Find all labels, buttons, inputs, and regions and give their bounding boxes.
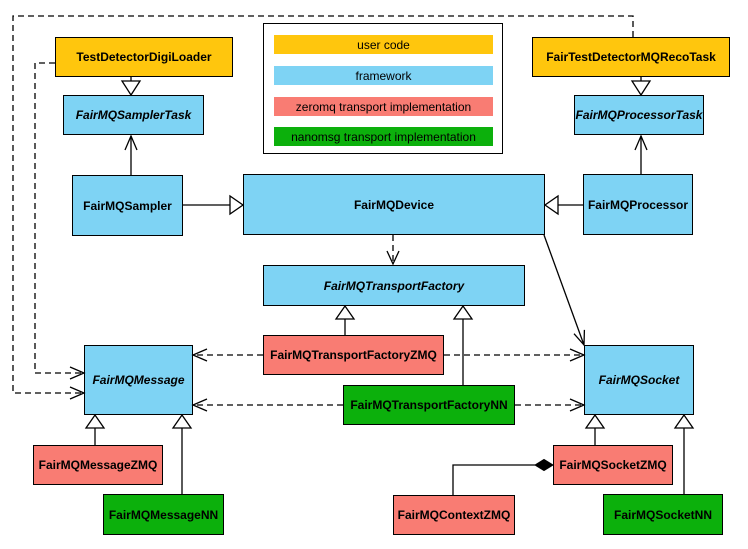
node-fairmqtransportfactory: FairMQTransportFactory: [263, 265, 525, 306]
legend-item-nanomsg: nanomsg transport implementation: [274, 127, 493, 146]
legend-item-zeromq: zeromq transport implementation: [274, 97, 493, 116]
dependency-device-to-transportfactory: [386, 235, 400, 266]
association-sampler-to-samplertask: [124, 134, 138, 175]
inheritance-sampler-to-device: [183, 194, 245, 216]
inheritance-socketnn-to-socket: [673, 413, 695, 494]
node-fairmqmessagenn: FairMQMessageNN: [103, 494, 224, 535]
association-processor-to-processortask: [634, 134, 648, 174]
node-fairmqprocessor: FairMQProcessor: [583, 174, 693, 235]
node-fairmqsocketnn: FairMQSocketNN: [603, 494, 723, 535]
node-fairmqtransportfactorynn: FairMQTransportFactoryNN: [343, 385, 515, 425]
node-fairmqprocessortask: FairMQProcessorTask: [574, 95, 704, 135]
node-fairmqmessage: FairMQMessage: [84, 345, 193, 415]
node-testdetectordigiloader: TestDetectorDigiLoader: [55, 37, 233, 77]
legend: user code framework zeromq transport imp…: [263, 23, 503, 154]
node-fairmqsocketzmq: FairMQSocketZMQ: [553, 445, 673, 485]
legend-item-framework: framework: [274, 66, 493, 85]
inheritance-digiloader-to-samplertask: [120, 77, 142, 97]
node-fairmqsamplertask: FairMQSamplerTask: [63, 95, 204, 135]
inheritance-messagenn-to-message: [171, 413, 193, 494]
inheritance-processor-to-device: [543, 194, 583, 216]
inheritance-recotask-to-processortask: [630, 77, 652, 97]
association-device-to-socket: [543, 234, 586, 347]
node-fairmqmessagezmq: FairMQMessageZMQ: [33, 445, 163, 485]
inheritance-messagezmq-to-message: [84, 413, 106, 445]
node-fairmqtransportfactoryzmq: FairMQTransportFactoryZMQ: [263, 335, 444, 375]
inheritance-socketzmq-to-socket: [584, 413, 606, 445]
dependency-tfnn-to-message: [191, 398, 343, 412]
dependency-tfzmq-to-socket: [444, 348, 586, 362]
node-fairmqsocket: FairMQSocket: [584, 345, 694, 415]
node-fairtestdetectormqrecotask: FairTestDetectorMQRecoTask: [532, 37, 730, 77]
node-fairmqsampler: FairMQSampler: [72, 175, 183, 236]
inheritance-tfzmq-to-transportfactory: [334, 304, 356, 335]
dependency-tfzmq-to-message: [191, 348, 263, 362]
node-fairmqdevice: FairMQDevice: [243, 174, 545, 235]
dependency-tfnn-to-socket: [515, 398, 586, 412]
inheritance-tfnn-to-transportfactory: [452, 304, 474, 385]
legend-item-user-code: user code: [274, 35, 493, 54]
composition-socketzmq-contextzmq: [452, 458, 554, 495]
node-fairmqcontextzmq: FairMQContextZMQ: [393, 495, 515, 535]
